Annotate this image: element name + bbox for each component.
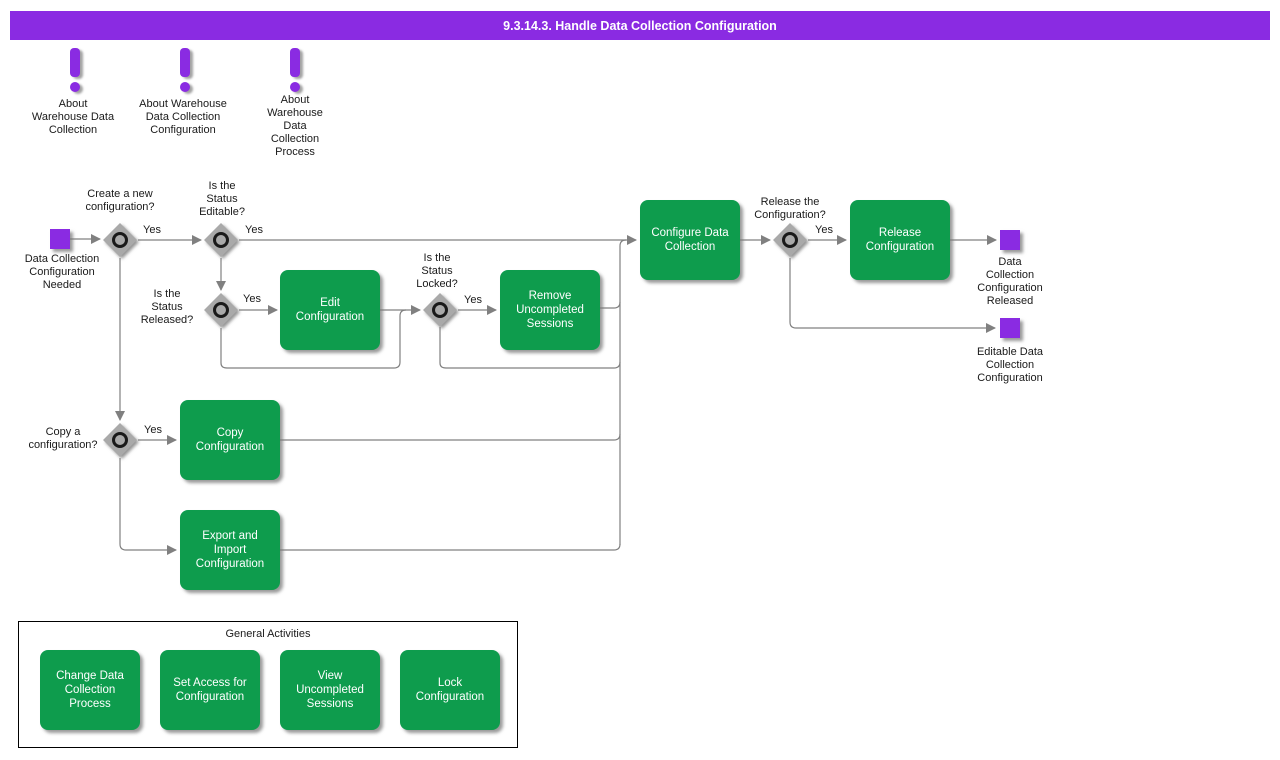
decision-circle-icon [432, 302, 448, 318]
activity-view-uncompleted-sessions[interactable]: View Uncompleted Sessions [280, 650, 380, 730]
edge-remove-to-collector [600, 301, 621, 309]
editable-event-square [1000, 318, 1020, 338]
decision-create-new-label: Create a new configuration? [85, 188, 155, 213]
decision-copy-configuration [103, 423, 137, 457]
edge-copy-to-collector [280, 433, 621, 441]
yes-label-copy: Yes [144, 424, 162, 436]
decision-copy-configuration-label: Copy a configuration? [28, 426, 98, 451]
yes-label-create: Yes [143, 224, 161, 236]
exclamation-icon [70, 48, 80, 77]
diagram-title: 9.3.14.3. Handle Data Collection Configu… [503, 18, 777, 33]
activity-set-access-for-configuration[interactable]: Set Access for Configuration [160, 650, 260, 730]
exclamation-icon [180, 48, 190, 77]
decision-create-new-configuration [103, 223, 137, 257]
activity-remove-uncompleted-sessions[interactable]: Remove Uncompleted Sessions [500, 270, 600, 350]
decision-circle-icon [112, 432, 128, 448]
diagram-title-bar: 9.3.14.3. Handle Data Collection Configu… [10, 11, 1270, 40]
about-warehouse-data-collection-configuration-link[interactable]: About Warehouse Data Collection Configur… [139, 98, 227, 136]
yes-label-released: Yes [243, 293, 261, 305]
edge-collector [619, 239, 627, 545]
decision-circle-icon [782, 232, 798, 248]
about-warehouse-data-collection-link[interactable]: About Warehouse Data Collection [31, 98, 115, 136]
general-activities-title: General Activities [225, 628, 311, 640]
about-warehouse-data-collection-process-link[interactable]: About Warehouse Data Collection Process [267, 94, 323, 158]
start-event-square [50, 229, 70, 249]
activity-release-configuration[interactable]: Release Configuration [850, 200, 950, 280]
released-event-square [1000, 230, 1020, 250]
decision-circle-icon [213, 232, 229, 248]
about-warehouse-data-collection-configuration-icon[interactable] [180, 48, 190, 92]
activity-change-data-collection-process[interactable]: Change Data Collection Process [40, 650, 140, 730]
edge-export-to-collector [280, 543, 621, 551]
about-warehouse-data-collection-icon[interactable] [70, 48, 80, 92]
exclamation-dot-icon [70, 82, 80, 92]
decision-status-released-label: Is the Status Released? [140, 288, 194, 326]
decision-release-configuration-label: Release the Configuration? [754, 196, 826, 221]
activity-lock-configuration[interactable]: Lock Configuration [400, 650, 500, 730]
activity-export-import-configuration[interactable]: Export and Import Configuration [180, 510, 280, 590]
yes-label-release: Yes [815, 224, 833, 236]
decision-status-editable-label: Is the Status Editable? [199, 180, 245, 218]
decision-status-locked-label: Is the Status Locked? [416, 252, 458, 290]
yes-label-locked: Yes [464, 294, 482, 306]
decision-status-locked [423, 293, 457, 327]
decision-status-released [204, 293, 238, 327]
released-event-label: Data Collection Configuration Released [977, 256, 1043, 307]
exclamation-dot-icon [180, 82, 190, 92]
decision-circle-icon [112, 232, 128, 248]
activity-configure-data-collection[interactable]: Configure Data Collection [640, 200, 740, 280]
editable-event-label: Editable Data Collection Configuration [976, 346, 1044, 384]
yes-label-editable: Yes [245, 224, 263, 236]
decision-status-editable [204, 223, 238, 257]
exclamation-icon [290, 48, 300, 77]
exclamation-dot-icon [290, 82, 300, 92]
activity-copy-configuration[interactable]: Copy Configuration [180, 400, 280, 480]
activity-edit-configuration[interactable]: Edit Configuration [280, 270, 380, 350]
start-event-label: Data Collection Configuration Needed [24, 253, 100, 291]
about-warehouse-data-collection-process-icon[interactable] [290, 48, 300, 92]
edge-copy-no-to-export [119, 458, 178, 556]
decision-release-configuration [773, 223, 807, 257]
decision-circle-icon [213, 302, 229, 318]
